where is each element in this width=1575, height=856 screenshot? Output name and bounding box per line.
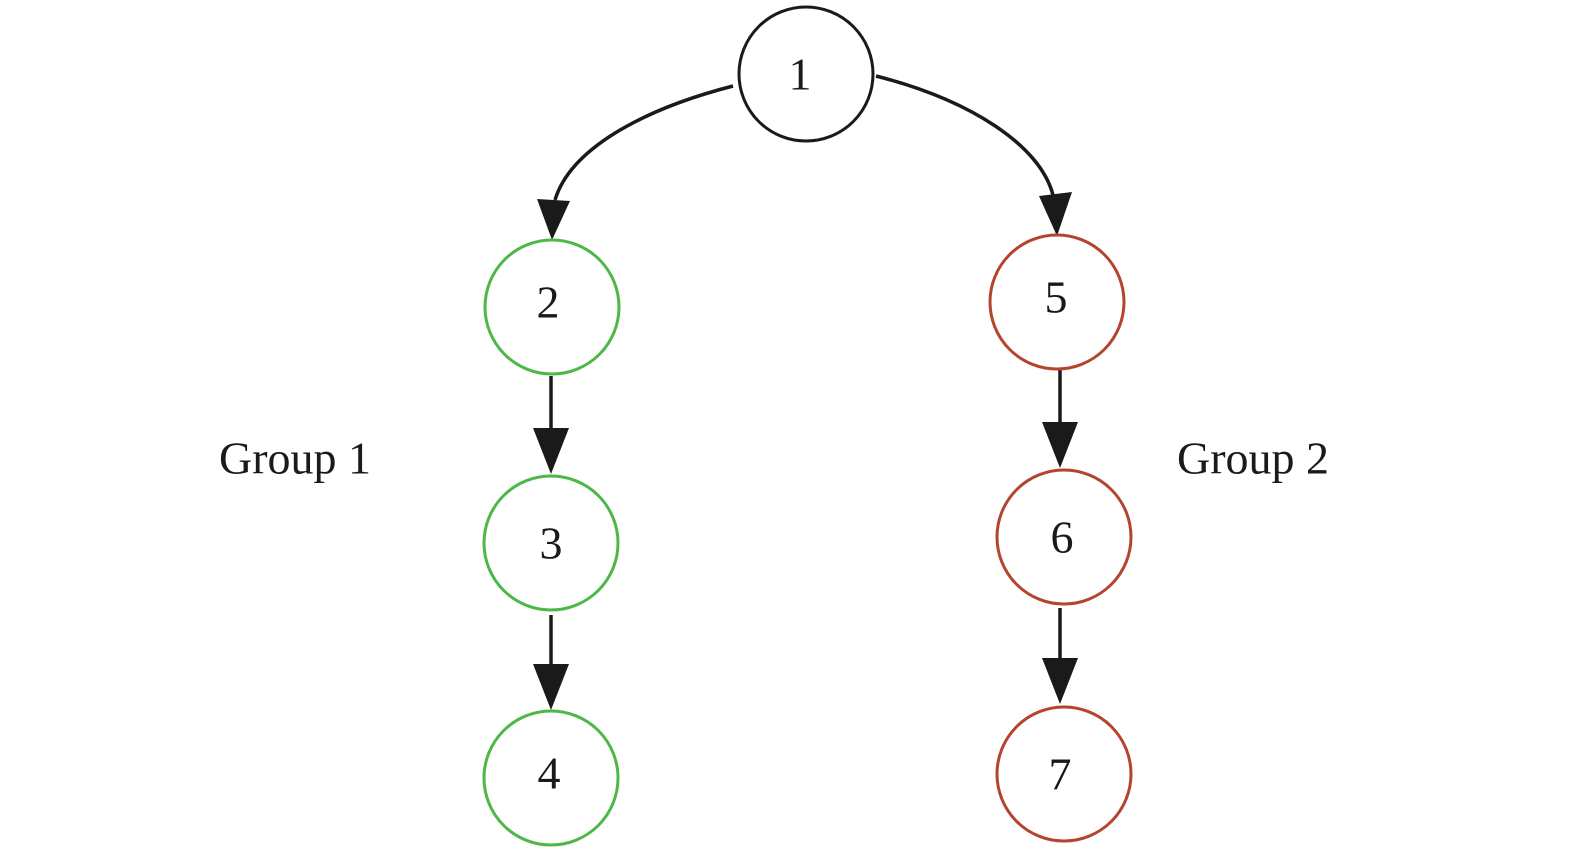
node-1: 1	[737, 5, 875, 143]
node-1-circle	[737, 5, 875, 143]
node-2-circle	[483, 238, 621, 376]
node-6-label: 6	[1051, 512, 1074, 563]
node-7-circle	[995, 705, 1133, 843]
node-1-label: 1	[789, 49, 812, 100]
node-2-label: 2	[537, 277, 560, 328]
node-4-circle	[482, 709, 620, 847]
node-7: 7	[995, 705, 1133, 843]
group-1-label: Group 1	[219, 433, 371, 484]
node-3-label: 3	[540, 518, 563, 569]
arrowhead-2-3	[533, 428, 569, 474]
arrowhead-5-6	[1042, 422, 1078, 468]
node-5: 5	[988, 233, 1126, 371]
group-2-label: Group 2	[1177, 433, 1329, 484]
arrowhead-6-7	[1042, 658, 1078, 704]
node-3: 3	[482, 474, 620, 612]
edges	[533, 74, 1078, 710]
node-3-circle	[482, 474, 620, 612]
node-4: 4	[482, 709, 620, 847]
node-6-circle	[995, 468, 1133, 606]
arrowhead-1-5	[1039, 192, 1072, 236]
node-5-label: 5	[1045, 272, 1068, 323]
node-5-circle	[988, 233, 1126, 371]
node-6: 6	[995, 468, 1133, 606]
edge-1-5	[875, 74, 1055, 196]
node-2: 2	[483, 238, 621, 376]
node-4-label: 4	[538, 748, 561, 799]
arrowhead-3-4	[533, 664, 569, 710]
arrowhead-1-2	[537, 199, 570, 240]
edge-1-2	[553, 84, 734, 201]
node-7-label: 7	[1049, 749, 1072, 800]
